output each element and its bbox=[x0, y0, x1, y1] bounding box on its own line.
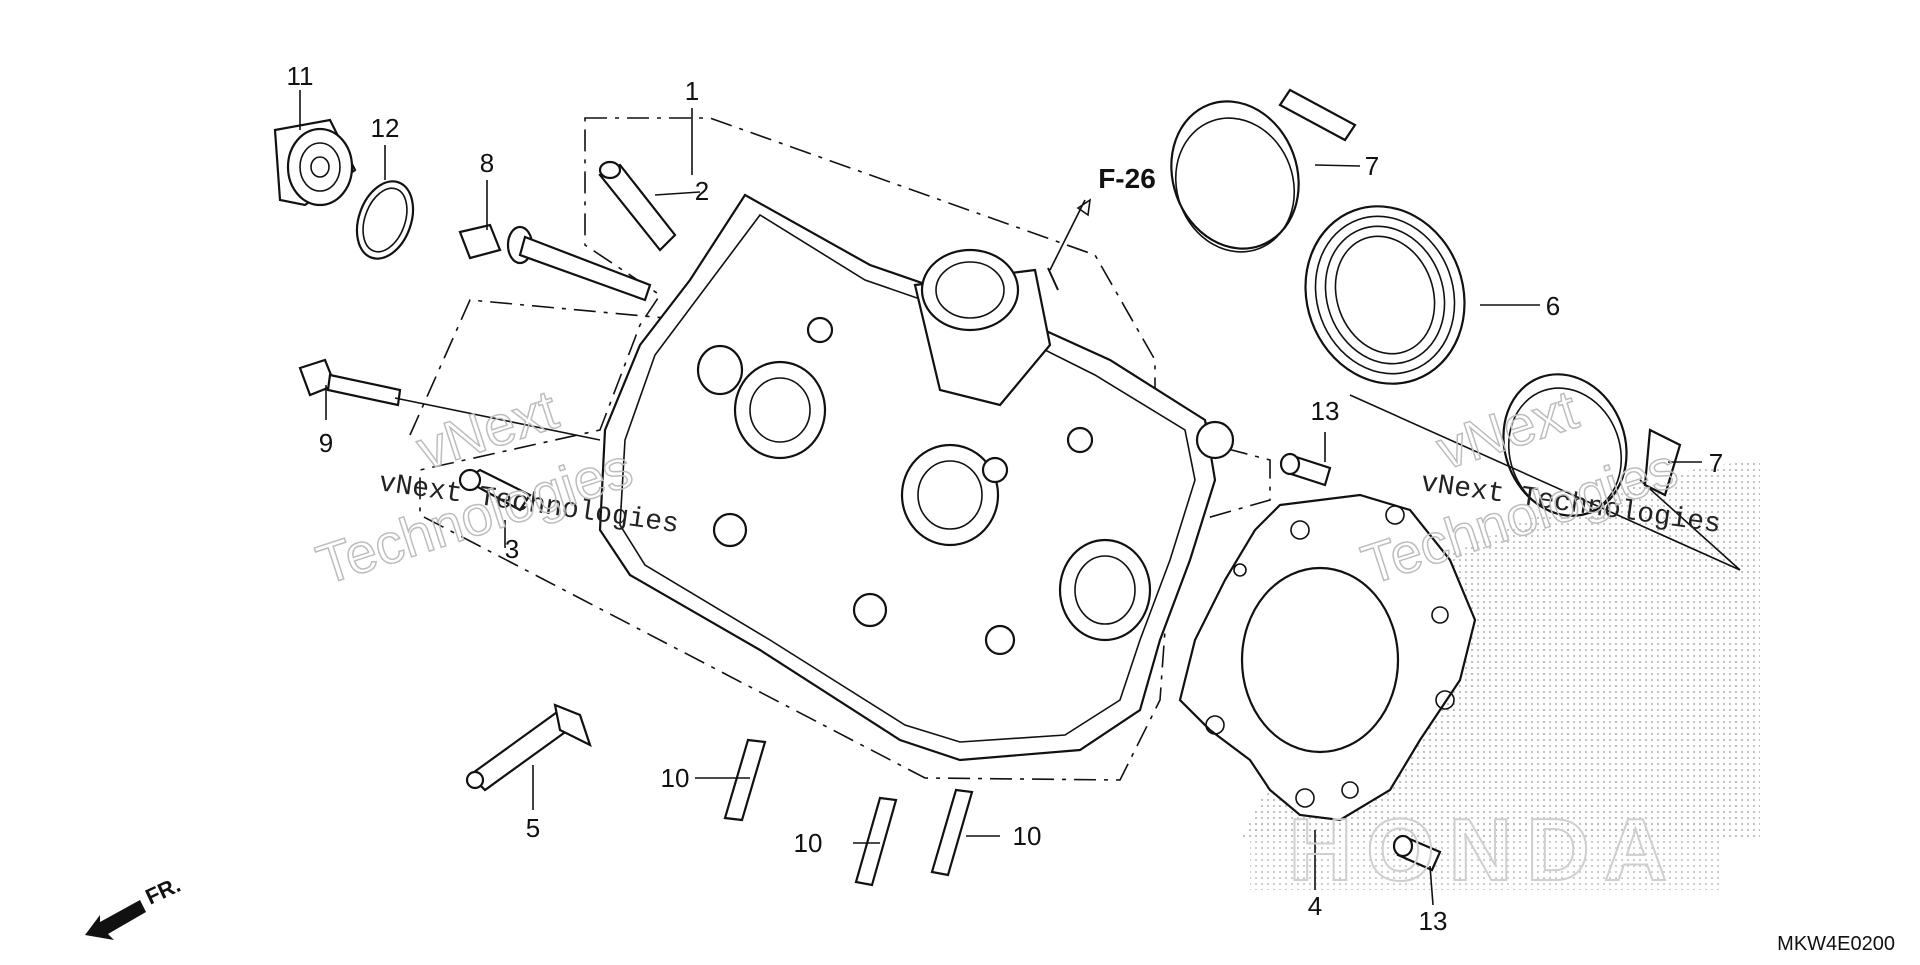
callout-5: 5 bbox=[526, 813, 540, 843]
part-2-dowel bbox=[598, 160, 677, 252]
callout-12: 12 bbox=[371, 113, 400, 143]
front-direction-label: FR. bbox=[142, 872, 185, 910]
front-direction-arrow bbox=[85, 900, 146, 940]
part-11-cap bbox=[273, 118, 357, 207]
callout-10-mid: 10 bbox=[794, 828, 823, 858]
callout-8: 8 bbox=[480, 148, 494, 178]
part-10-stud-c bbox=[930, 788, 974, 877]
part-8-bolt bbox=[458, 223, 652, 302]
part-10-stud-a bbox=[723, 738, 767, 822]
cylinder-head bbox=[598, 193, 1235, 762]
part-10-stud-b bbox=[854, 796, 898, 887]
leader-lines bbox=[299, 90, 1741, 906]
part-13-dowel-b bbox=[1392, 834, 1442, 872]
callout-13-bottom: 13 bbox=[1419, 906, 1448, 936]
callout-2: 2 bbox=[695, 176, 709, 206]
callout-11: 11 bbox=[287, 61, 314, 91]
head-gasket bbox=[1178, 493, 1477, 822]
callout-4: 4 bbox=[1308, 891, 1322, 921]
part-12-o-ring bbox=[355, 180, 415, 260]
callout-6: 6 bbox=[1546, 291, 1560, 321]
callout-7-bottom: 7 bbox=[1709, 448, 1723, 478]
callout-1: 1 bbox=[685, 76, 699, 106]
part-9-bolt bbox=[298, 358, 402, 407]
part-3-bolt bbox=[458, 468, 532, 512]
brand-watermark: HONDA bbox=[1289, 800, 1682, 899]
callout-3: 3 bbox=[505, 534, 519, 564]
reference-label: F-26 bbox=[1098, 163, 1156, 194]
callout-10-left: 10 bbox=[661, 763, 690, 793]
callout-7-top: 7 bbox=[1365, 151, 1379, 181]
callout-10-right: 10 bbox=[1013, 821, 1042, 851]
assembly-boundary bbox=[419, 117, 1271, 781]
part-6-intake-boot bbox=[1304, 205, 1466, 385]
part-7-clamp-top bbox=[1170, 88, 1357, 253]
callout-13-top: 13 bbox=[1311, 396, 1340, 426]
part-5-spark-plug bbox=[465, 703, 592, 792]
diagram-code: MKW4E0200 bbox=[1777, 933, 1895, 955]
callout-9: 9 bbox=[319, 428, 333, 458]
part-13-dowel-a bbox=[1279, 452, 1332, 487]
